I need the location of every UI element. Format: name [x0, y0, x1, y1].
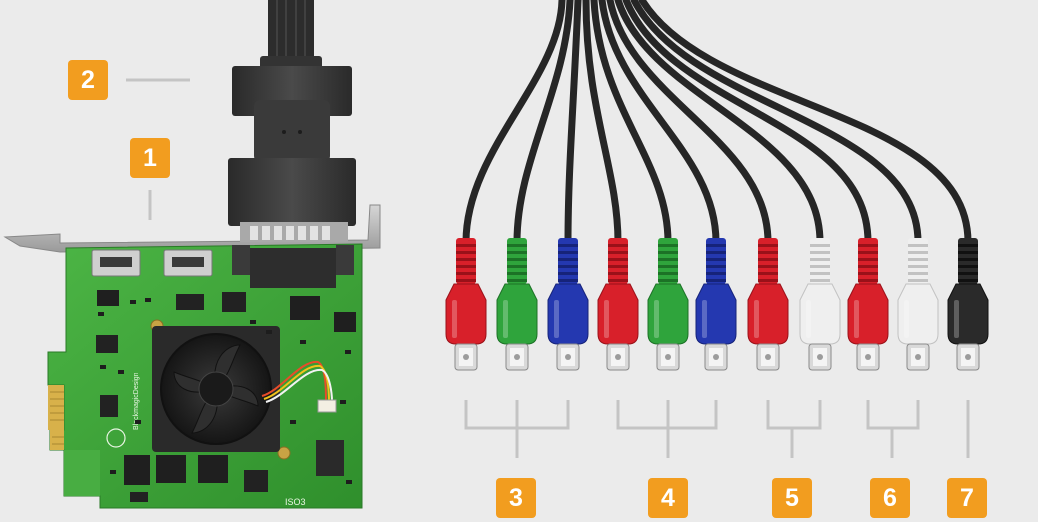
- rca-connector-red: [445, 238, 487, 371]
- silkscreen-code: ISO3: [285, 497, 306, 507]
- callout-badge-4: 4: [648, 478, 688, 518]
- rca-connector-white: [897, 238, 939, 371]
- rca-connector-blue: [695, 238, 737, 371]
- pcie-gold-fingers: [48, 385, 100, 496]
- rca-connector-red: [847, 238, 889, 371]
- rca-connector-red: [597, 238, 639, 371]
- silkscreen-brand: BlackmagicDesign: [133, 372, 140, 430]
- pcie-card: BlackmagicDesign ISO3: [3, 0, 381, 509]
- group-brackets: [464, 400, 970, 458]
- callout-badge-3: 3: [496, 478, 536, 518]
- pcb-chips: [96, 290, 356, 502]
- bracket-group-5: [766, 400, 822, 430]
- callout-badge-5: 5: [772, 478, 812, 518]
- rca-connector-blue: [547, 238, 589, 371]
- dsub-connector: [228, 0, 356, 288]
- leader-lines: [126, 78, 190, 220]
- hdmi-port-2: [163, 249, 213, 277]
- breakout-cables: [462, 0, 972, 246]
- callout-badge-2: 2: [68, 60, 108, 100]
- callout-badge-6: 6: [870, 478, 910, 518]
- hdmi-port-1: [91, 249, 141, 277]
- heatsink-fan: [152, 326, 280, 452]
- rca-connector-black: [947, 238, 989, 371]
- rca-connector-red: [747, 238, 789, 371]
- callout-badge-7: 7: [947, 478, 987, 518]
- rca-connector-white: [799, 238, 841, 371]
- rca-connectors: [445, 238, 989, 371]
- rca-connector-green: [496, 238, 538, 371]
- bracket-group-6: [866, 400, 920, 430]
- callout-badge-1: 1: [130, 138, 170, 178]
- rca-connector-green: [647, 238, 689, 371]
